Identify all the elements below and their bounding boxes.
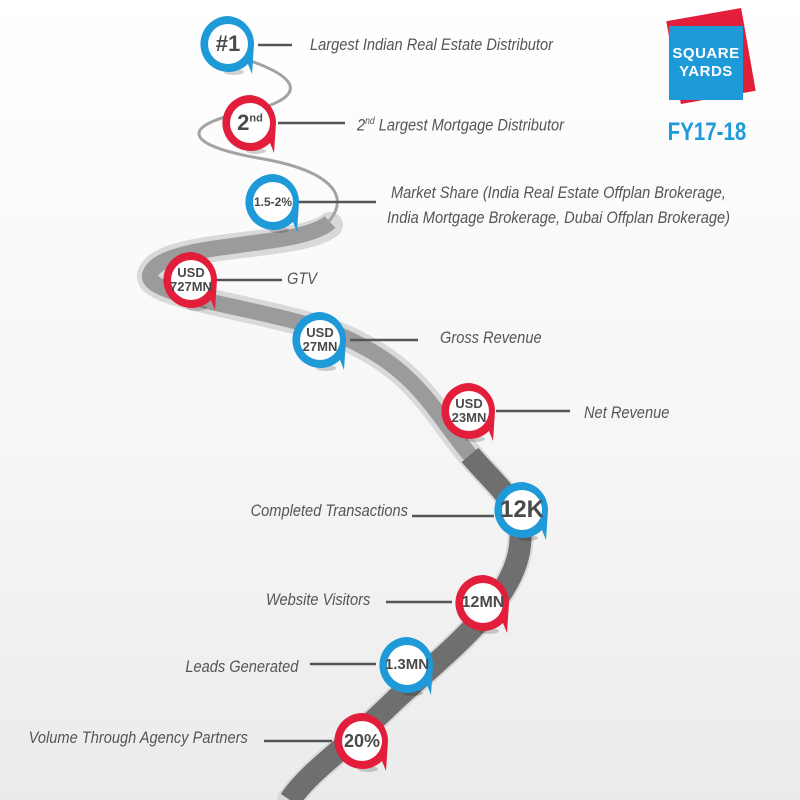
map-pin-icon [222,95,277,154]
pin-center [449,391,489,431]
badge-line2: 727MN [170,279,212,294]
badge-line1: USD [177,265,205,281]
map-pin-icon [334,713,389,772]
map-pin-icon [441,383,496,442]
map-pin-icon [245,174,300,233]
pin-center [230,103,270,143]
badge-value: 1.5-2% [253,194,293,209]
badge-line2: 23MN [451,410,487,425]
fiscal-year-label: FY17-18 [667,118,747,146]
badge-value: 1.3MN [384,656,430,674]
milestone-label-5: Gross Revenue [440,328,542,347]
milestone-label-10: Volume Through Agency Partners [28,728,248,747]
badge-value: 12MN [461,593,505,611]
milestone-label-6: Net Revenue [584,403,670,422]
pin-center [463,583,503,623]
badge-line2: 27MN [302,339,338,354]
map-pin-icon [200,16,255,75]
badge-value: 12K [499,496,545,524]
logo-text-line1: SQUARE [672,45,740,62]
badge-value: 20% [343,730,381,751]
pin-center [253,182,293,222]
milestone-label-4: GTV [287,269,318,288]
milestone-label-9: Leads Generated [185,657,298,676]
pin-center [208,24,248,64]
map-pin-icon [292,312,347,371]
pin-badge-text: #1 [198,14,258,74]
badge-line1: USD [455,396,483,412]
milestone-label-1: Largest Indian Real Estate Distributor [310,35,553,54]
square-yards-logo: SQUARE YARDS [665,8,756,112]
pin-center [502,490,542,530]
map-pin-icon [455,575,510,634]
pin-badge-text: 12MN [453,573,513,633]
pin-badge-text: 20% [332,711,392,771]
milestone-label-3: Market Share (India Real Estate Offplan … [391,183,726,202]
pin-badge-text: 1.3MN [377,635,437,695]
badge-value: #1 [215,31,241,57]
pin-center [300,320,340,360]
logo-text-line2: YARDS [679,63,733,80]
milestone-label-2: 2nd Largest Mortgage Distributor [357,115,565,135]
pin-center [342,721,382,761]
map-pin-icon [494,482,549,541]
badge-line1: USD [306,325,334,341]
pin-badge-text: 12K [492,480,552,540]
milestone-label-7: Completed Transactions [250,501,408,520]
pin-badge-text: 1.5-2% [243,172,303,232]
pin-center [387,645,427,685]
logo-blue-square: SQUARE YARDS [669,26,743,100]
milestone-label-8: Website Visitors [265,590,370,609]
pin-center [171,260,211,300]
badge-value: 2nd [237,110,263,136]
map-pin-icon [163,252,218,311]
map-pin-icon [379,637,434,696]
pin-badge-text: 2nd [220,93,280,153]
milestone-label-3-line2: India Mortgage Brokerage, Dubai Offplan … [387,208,730,227]
